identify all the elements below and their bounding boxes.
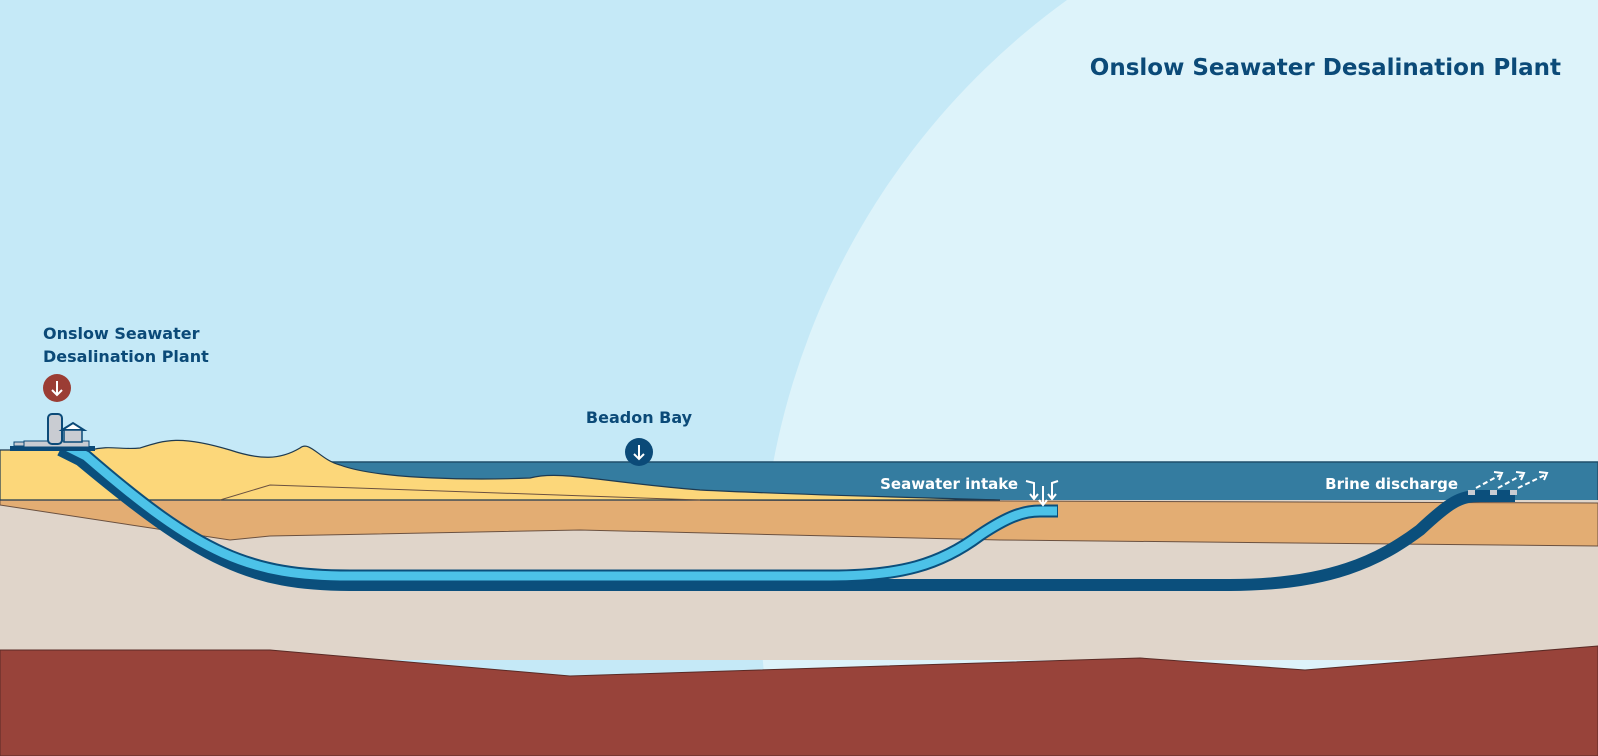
diagram-title: Onslow Seawater Desalination Plant [1090, 55, 1561, 81]
plant-label-line1: Onslow Seawater [43, 324, 200, 343]
desalination-plant-icon [10, 413, 95, 451]
beach-line [219, 484, 701, 501]
plant-marker-icon [43, 374, 71, 402]
intake-arrows [1025, 480, 1059, 507]
sand-dunes [0, 439, 1001, 501]
intake-label: Seawater intake [880, 475, 1018, 493]
seawater-intake-pipe-inner [63, 441, 1057, 581]
bay-label: Beadon Bay [586, 408, 693, 427]
bay-marker-icon [625, 438, 653, 466]
bedrock-layer [0, 645, 1598, 756]
discharge-arrows [1468, 471, 1549, 495]
plant-label-line2: Desalination Plant [43, 347, 209, 366]
discharge-label: Brine discharge [1325, 475, 1458, 493]
